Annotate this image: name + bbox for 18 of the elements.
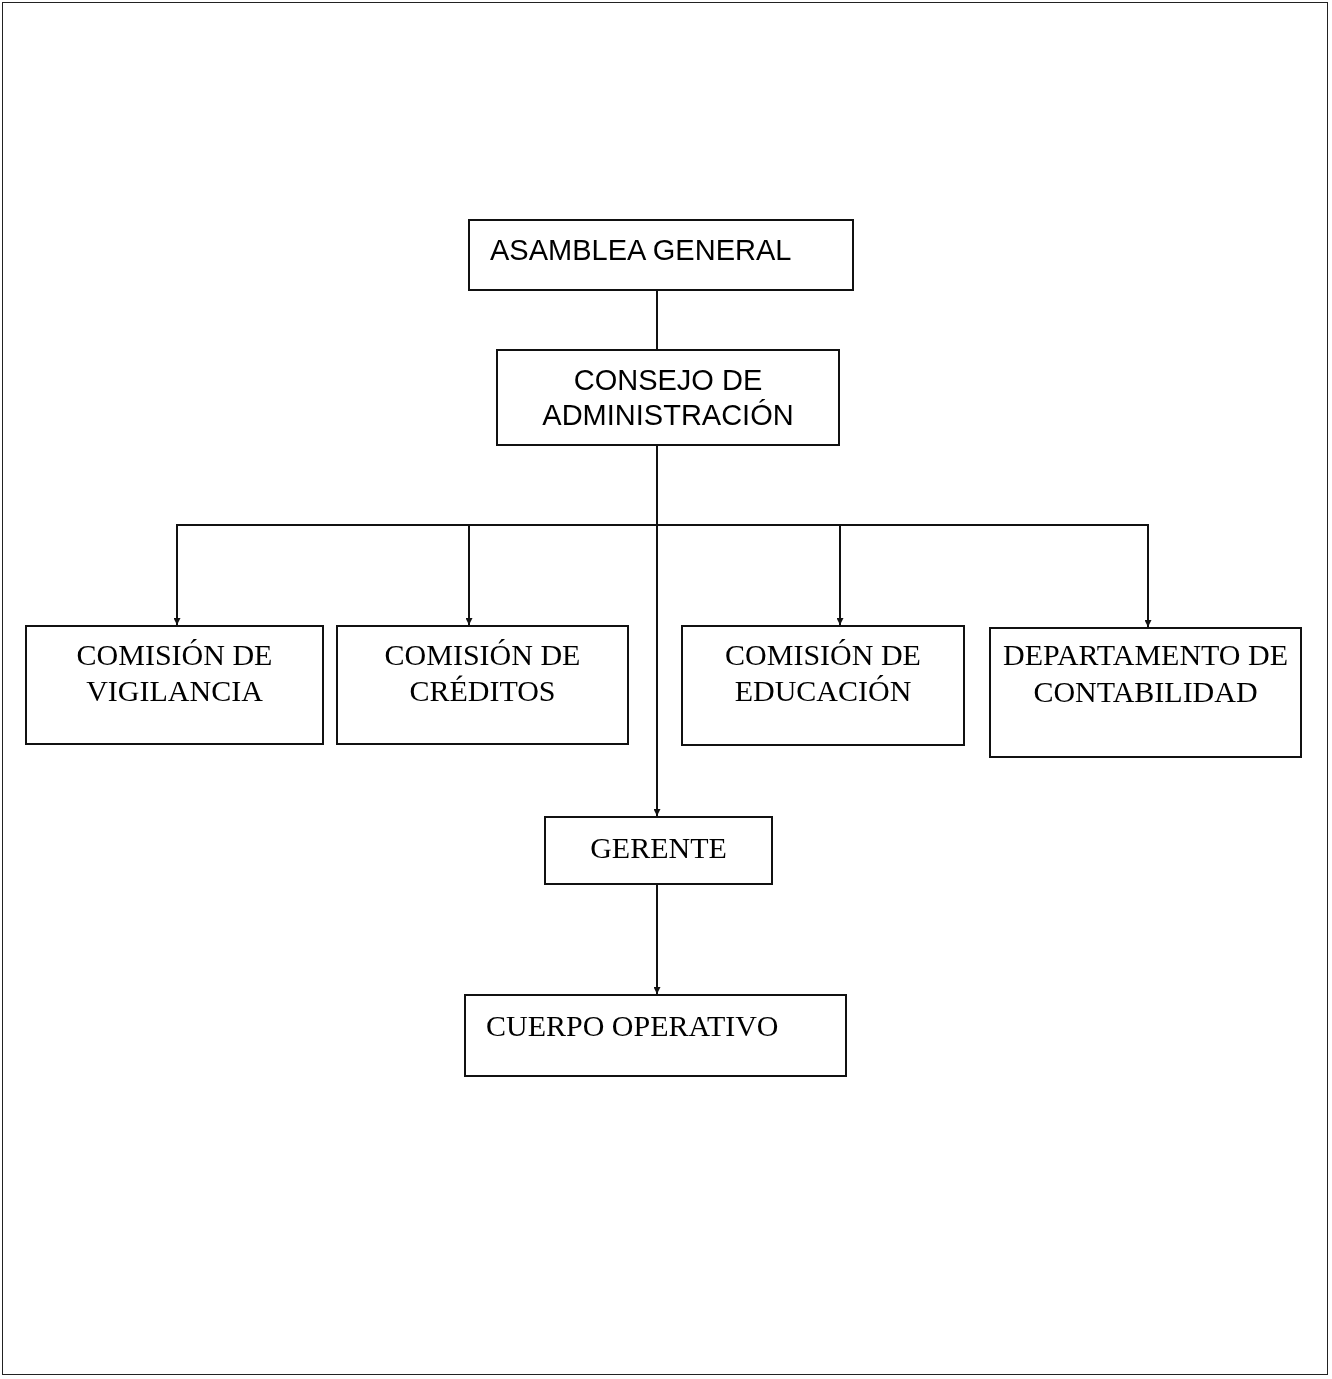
org-box: [681, 625, 965, 746]
box-label: CONSEJO DE ADMINISTRACIÓN: [541, 363, 795, 433]
box-label: COMISIÓN DE CRÉDITOS: [383, 637, 582, 709]
box-label: COMISIÓN DE VIGILANCIA: [75, 637, 274, 709]
org-box: [25, 625, 324, 745]
box-label: DEPARTAMENTO DE CONTABILIDAD: [1002, 637, 1289, 710]
org-box: [336, 625, 629, 745]
box-label: ASAMBLEA GENERAL: [490, 233, 792, 268]
connector-line: [656, 290, 658, 350]
box-label: CUERPO OPERATIVO: [486, 1008, 779, 1044]
box-label: COMISIÓN DE EDUCACIÓN: [724, 637, 922, 709]
org-box: [989, 627, 1302, 758]
org-box: [464, 994, 847, 1077]
org-box: [468, 219, 854, 291]
arrow: [653, 884, 661, 995]
box-label: GERENTE: [590, 830, 727, 866]
org-box: [496, 349, 840, 446]
org-box: [544, 816, 773, 885]
